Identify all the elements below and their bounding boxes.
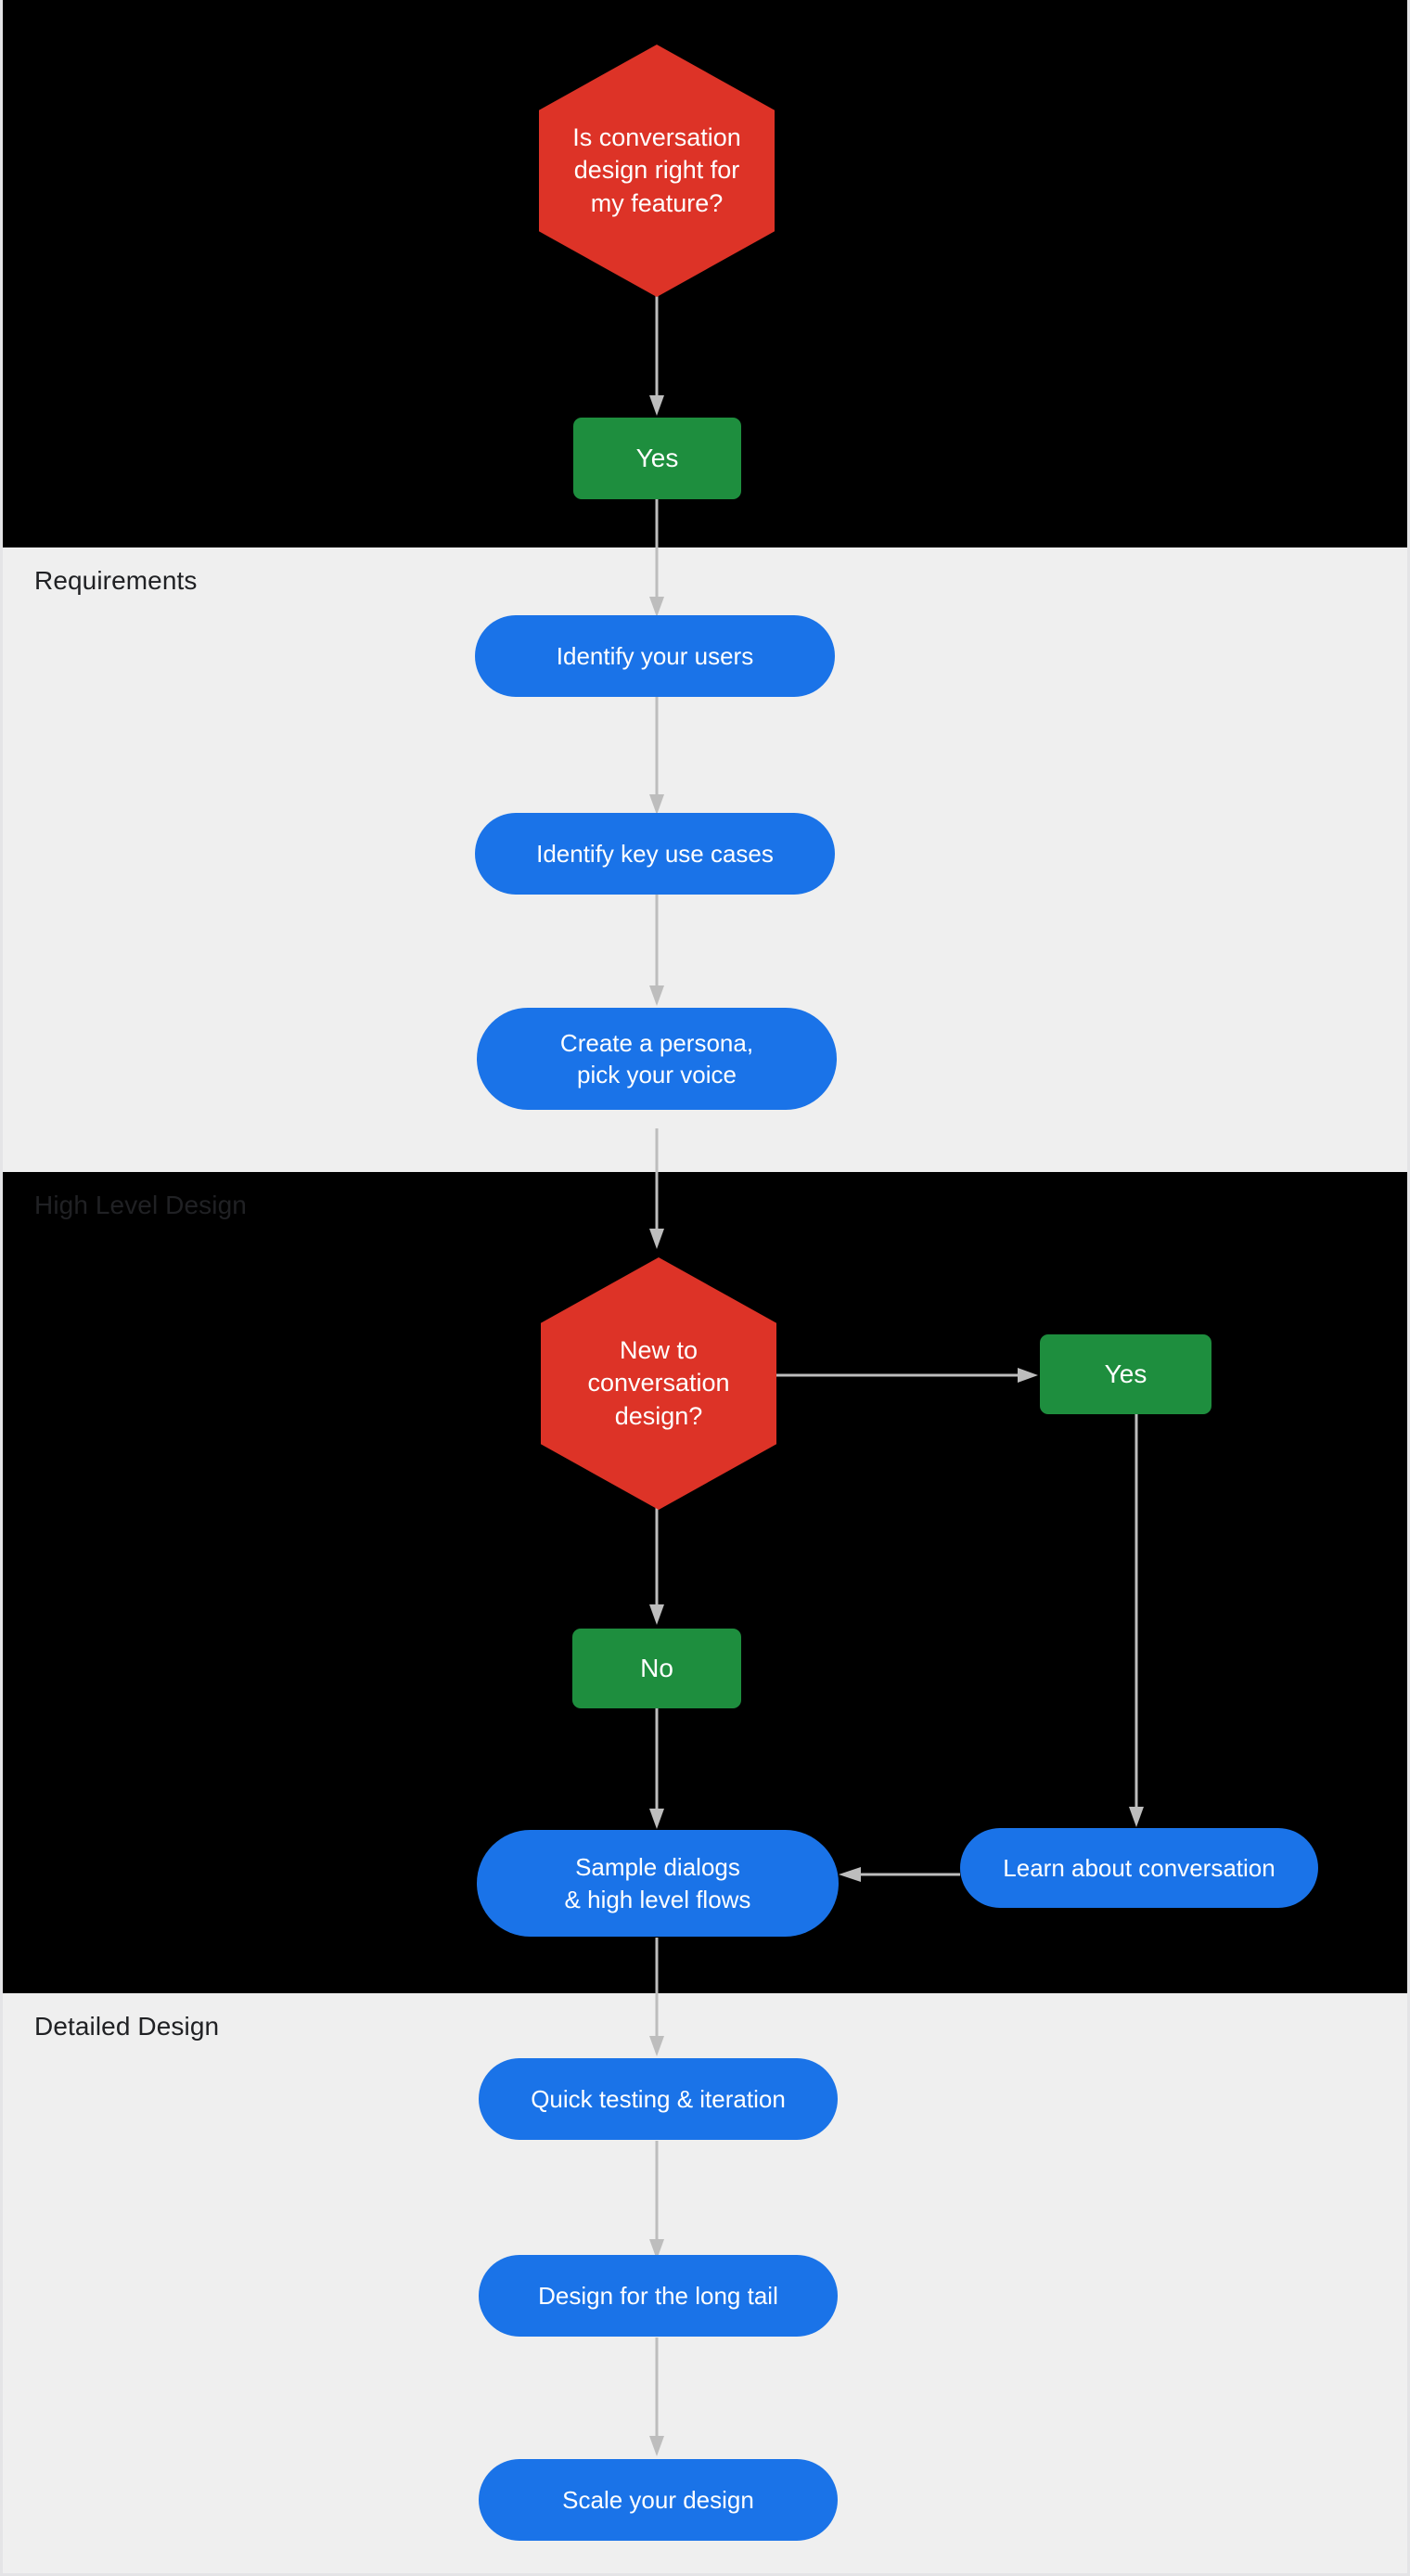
step-node-quick-testing-iteration[interactable]: Quick testing & iteration <box>479 2058 838 2140</box>
edge-decision1-to-yes1 <box>647 295 667 418</box>
step-node-design-for-long-tail[interactable]: Design for the long tail <box>479 2255 838 2337</box>
step-node-create-a-persona[interactable]: Create a persona, pick your voice <box>477 1008 837 1110</box>
step-node-scale-your-design[interactable]: Scale your design <box>479 2459 838 2541</box>
edge-decision2-to-no1 <box>647 1508 667 1627</box>
step-node-learn-about-conversation[interactable]: Learn about conversation <box>960 1828 1318 1908</box>
edge-quick-testing-to-long-tail <box>647 2141 667 2261</box>
edge-decision2-to-yes2 <box>776 1365 1040 1385</box>
edge-yes2-to-learn-conversation <box>1126 1413 1147 1829</box>
step-node-identify-your-users[interactable]: Identify your users <box>475 615 835 697</box>
answer-node-yes-2[interactable]: Yes <box>1040 1334 1211 1414</box>
step-node-sample-dialogs[interactable]: Sample dialogs & high level flows <box>477 1830 839 1937</box>
edge-no1-to-sample-dialogs <box>647 1708 667 1831</box>
edge-identify-users-to-use-cases <box>647 696 667 817</box>
section-label-requirements: Requirements <box>34 566 198 595</box>
answer-node-yes-1[interactable]: Yes <box>573 418 741 499</box>
edge-use-cases-to-create-persona <box>647 893 667 1008</box>
edge-yes1-to-identify-users <box>647 498 667 619</box>
edge-long-tail-to-scale-design <box>647 2338 667 2458</box>
edge-create-persona-to-decision2 <box>647 1128 667 1251</box>
edge-sample-dialogs-to-quick-testing <box>647 1938 667 2058</box>
section-label-high-level-design: High Level Design <box>34 1191 247 1219</box>
edge-learn-conversation-to-sample-dialogs <box>839 1864 960 1885</box>
answer-node-no-1[interactable]: No <box>572 1629 741 1708</box>
section-label-detailed-design: Detailed Design <box>34 2012 220 2041</box>
step-node-identify-key-use-cases[interactable]: Identify key use cases <box>475 813 835 895</box>
